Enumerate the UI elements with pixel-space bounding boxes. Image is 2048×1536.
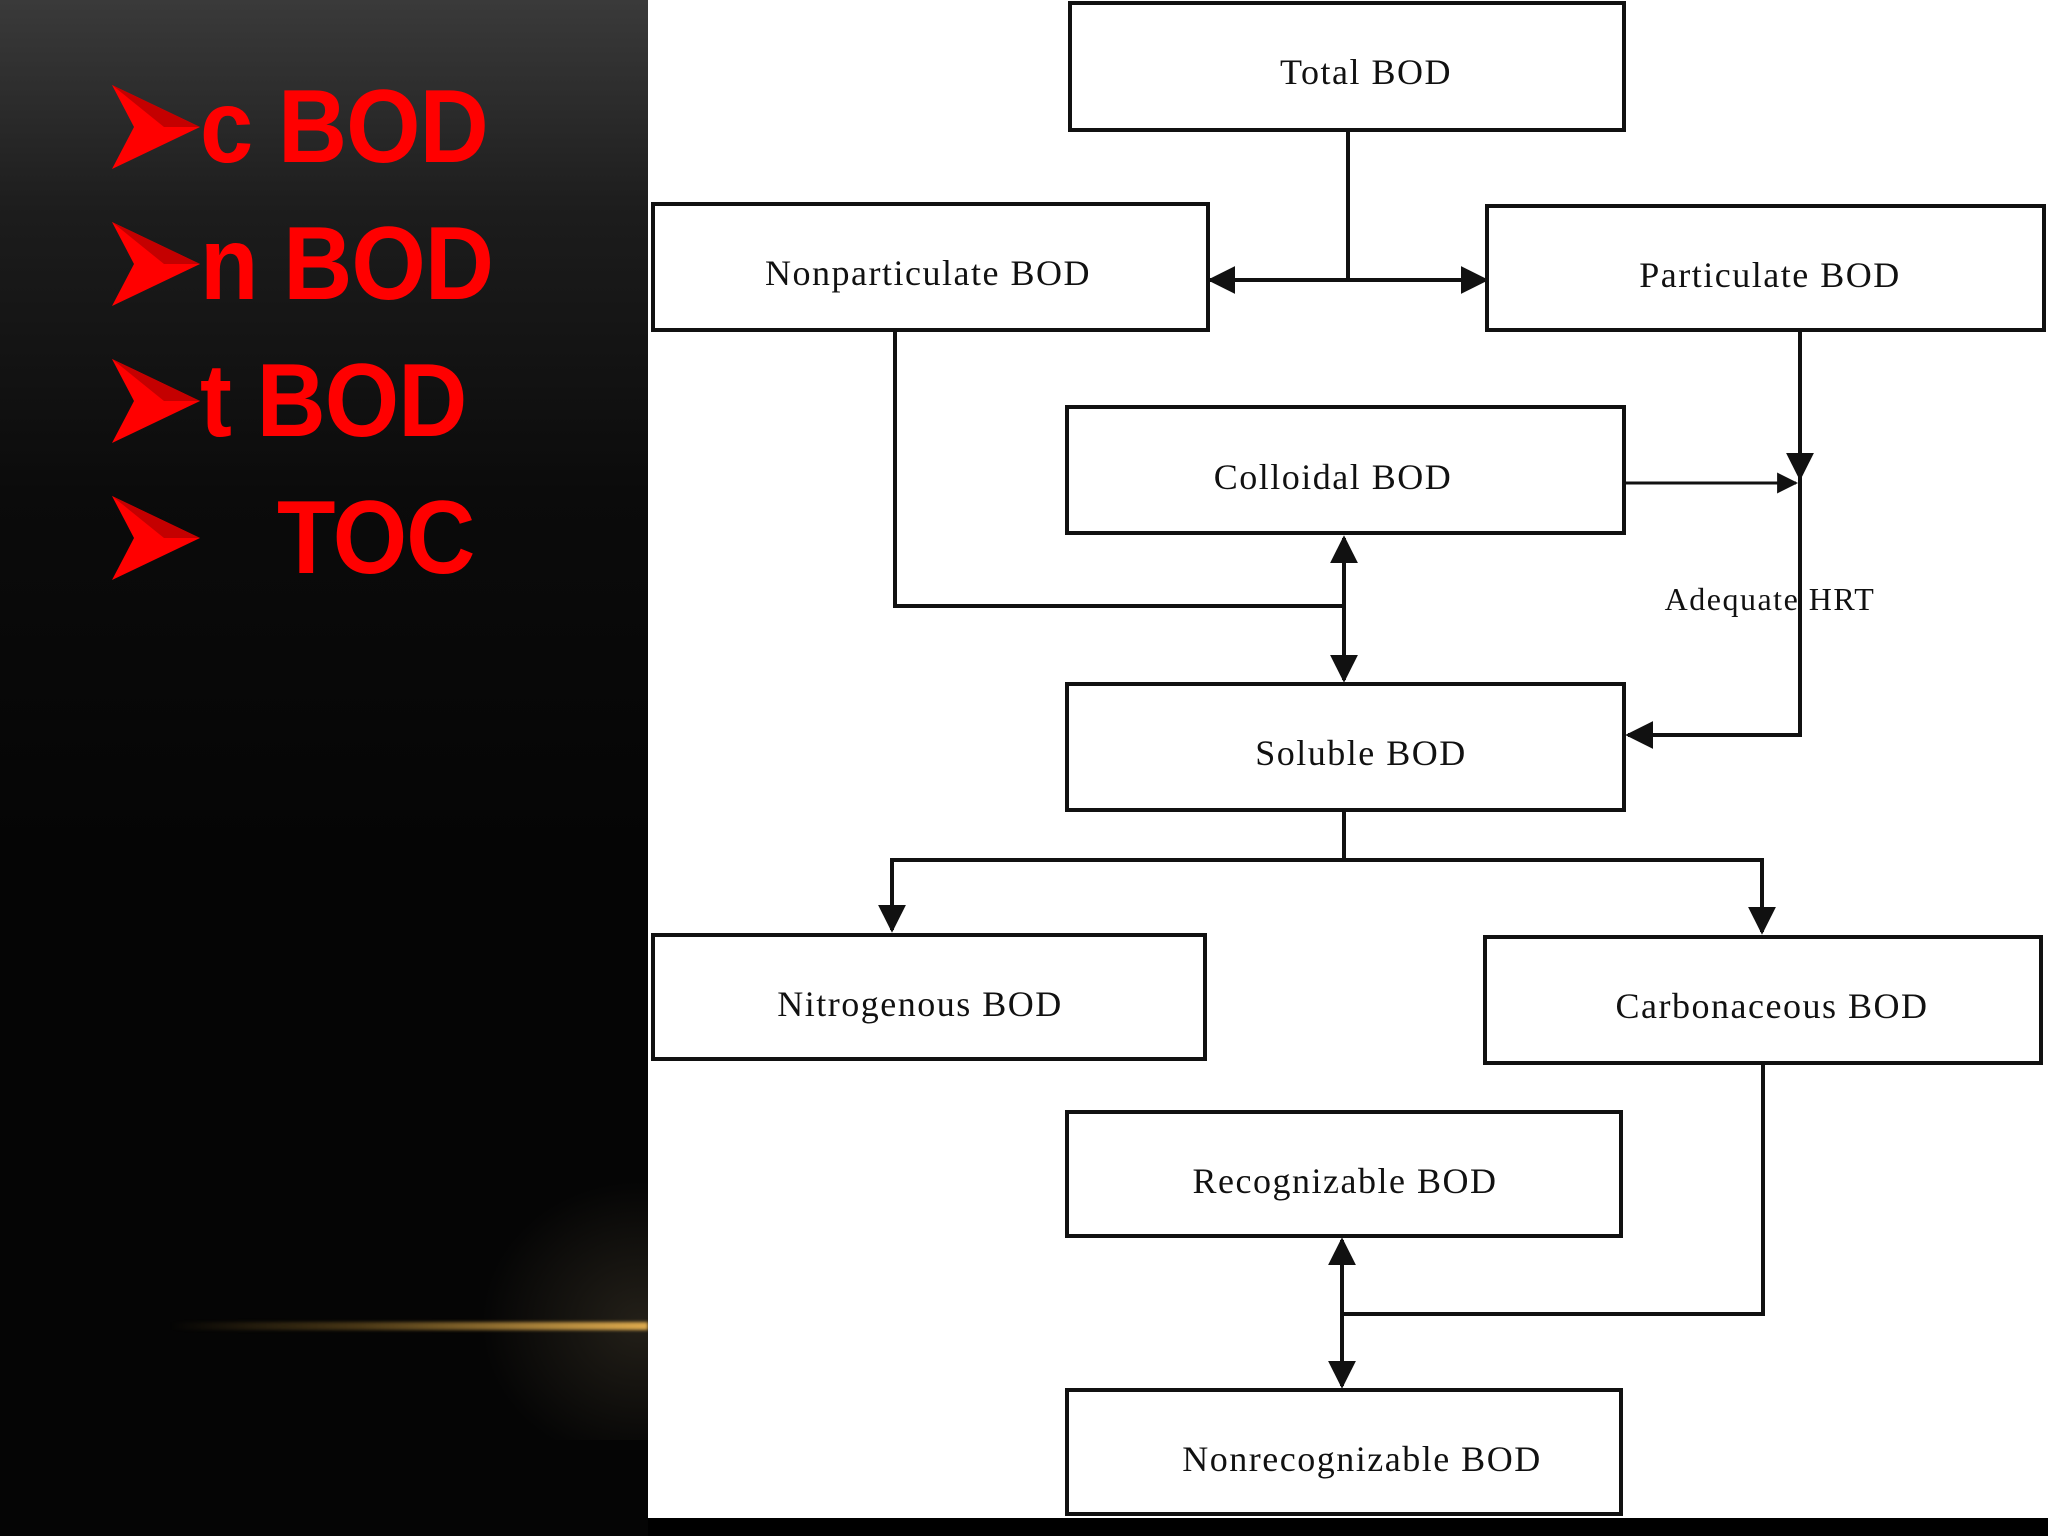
bullet-text: t BOD xyxy=(200,342,467,459)
bullet-text: TOC xyxy=(200,479,475,596)
bullet-item: c BOD xyxy=(112,58,519,195)
node-box-nonrecognizable-bod xyxy=(1065,1388,1623,1516)
node-box-total-bod xyxy=(1068,1,1626,132)
diagram-bottom-border xyxy=(648,1518,2048,1536)
edge-label-adequate-hrt: Adequate HRT xyxy=(1665,581,1876,617)
node-label-nonparticulate-bod: Nonparticulate BOD xyxy=(765,253,1091,293)
arrowhead-bullet-icon xyxy=(112,84,200,169)
node-box-particulate-bod xyxy=(1485,204,2046,332)
bullet-list: c BOD n BOD t BOD TOC xyxy=(112,58,519,606)
node-label-soluble-bod: Soluble BOD xyxy=(1255,733,1467,773)
bullet-text: c BOD xyxy=(200,68,489,185)
background-glow xyxy=(480,1180,680,1440)
connector-nonparticulate-to-soluble xyxy=(893,330,1344,608)
node-label-recognizable-bod: Recognizable BOD xyxy=(1193,1161,1498,1201)
arrowhead-bullet-icon xyxy=(112,358,200,443)
bullet-text: n BOD xyxy=(200,205,494,322)
node-box-recognizable-bod xyxy=(1065,1110,1623,1238)
connector-hrt-to-soluble xyxy=(1625,478,1802,749)
node-box-soluble-bod xyxy=(1065,682,1626,812)
node-box-colloidal-bod xyxy=(1065,405,1626,535)
bullet-item: TOC xyxy=(112,469,519,606)
connector-to-carbonaceous xyxy=(1344,858,1776,935)
node-box-nonparticulate-bod xyxy=(651,202,1210,332)
bullet-item: n BOD xyxy=(112,195,519,332)
node-label-carbonaceous-bod: Carbonaceous BOD xyxy=(1616,986,1929,1026)
diagram-connectors xyxy=(878,130,1814,1389)
gold-accent-line xyxy=(170,1322,648,1330)
node-label-nitrogenous-bod: Nitrogenous BOD xyxy=(777,984,1063,1024)
node-box-nitrogenous-bod xyxy=(651,933,1207,1061)
arrowhead-bullet-icon xyxy=(112,221,200,306)
arrowhead-bullet-icon xyxy=(112,495,200,580)
connector-to-nitrogenous xyxy=(878,810,1346,933)
left-panel xyxy=(0,0,648,1536)
bullet-item: t BOD xyxy=(112,332,519,469)
node-label-colloidal-bod: Colloidal BOD xyxy=(1214,457,1453,497)
node-label-nonrecognizable-bod: Nonrecognizable BOD xyxy=(1182,1439,1541,1479)
node-box-carbonaceous-bod xyxy=(1483,935,2043,1065)
connector-carbonaceous-down xyxy=(1342,1063,1765,1316)
node-label-particulate-bod: Particulate BOD xyxy=(1639,255,1900,295)
node-label-total-bod: Total BOD xyxy=(1280,52,1452,92)
